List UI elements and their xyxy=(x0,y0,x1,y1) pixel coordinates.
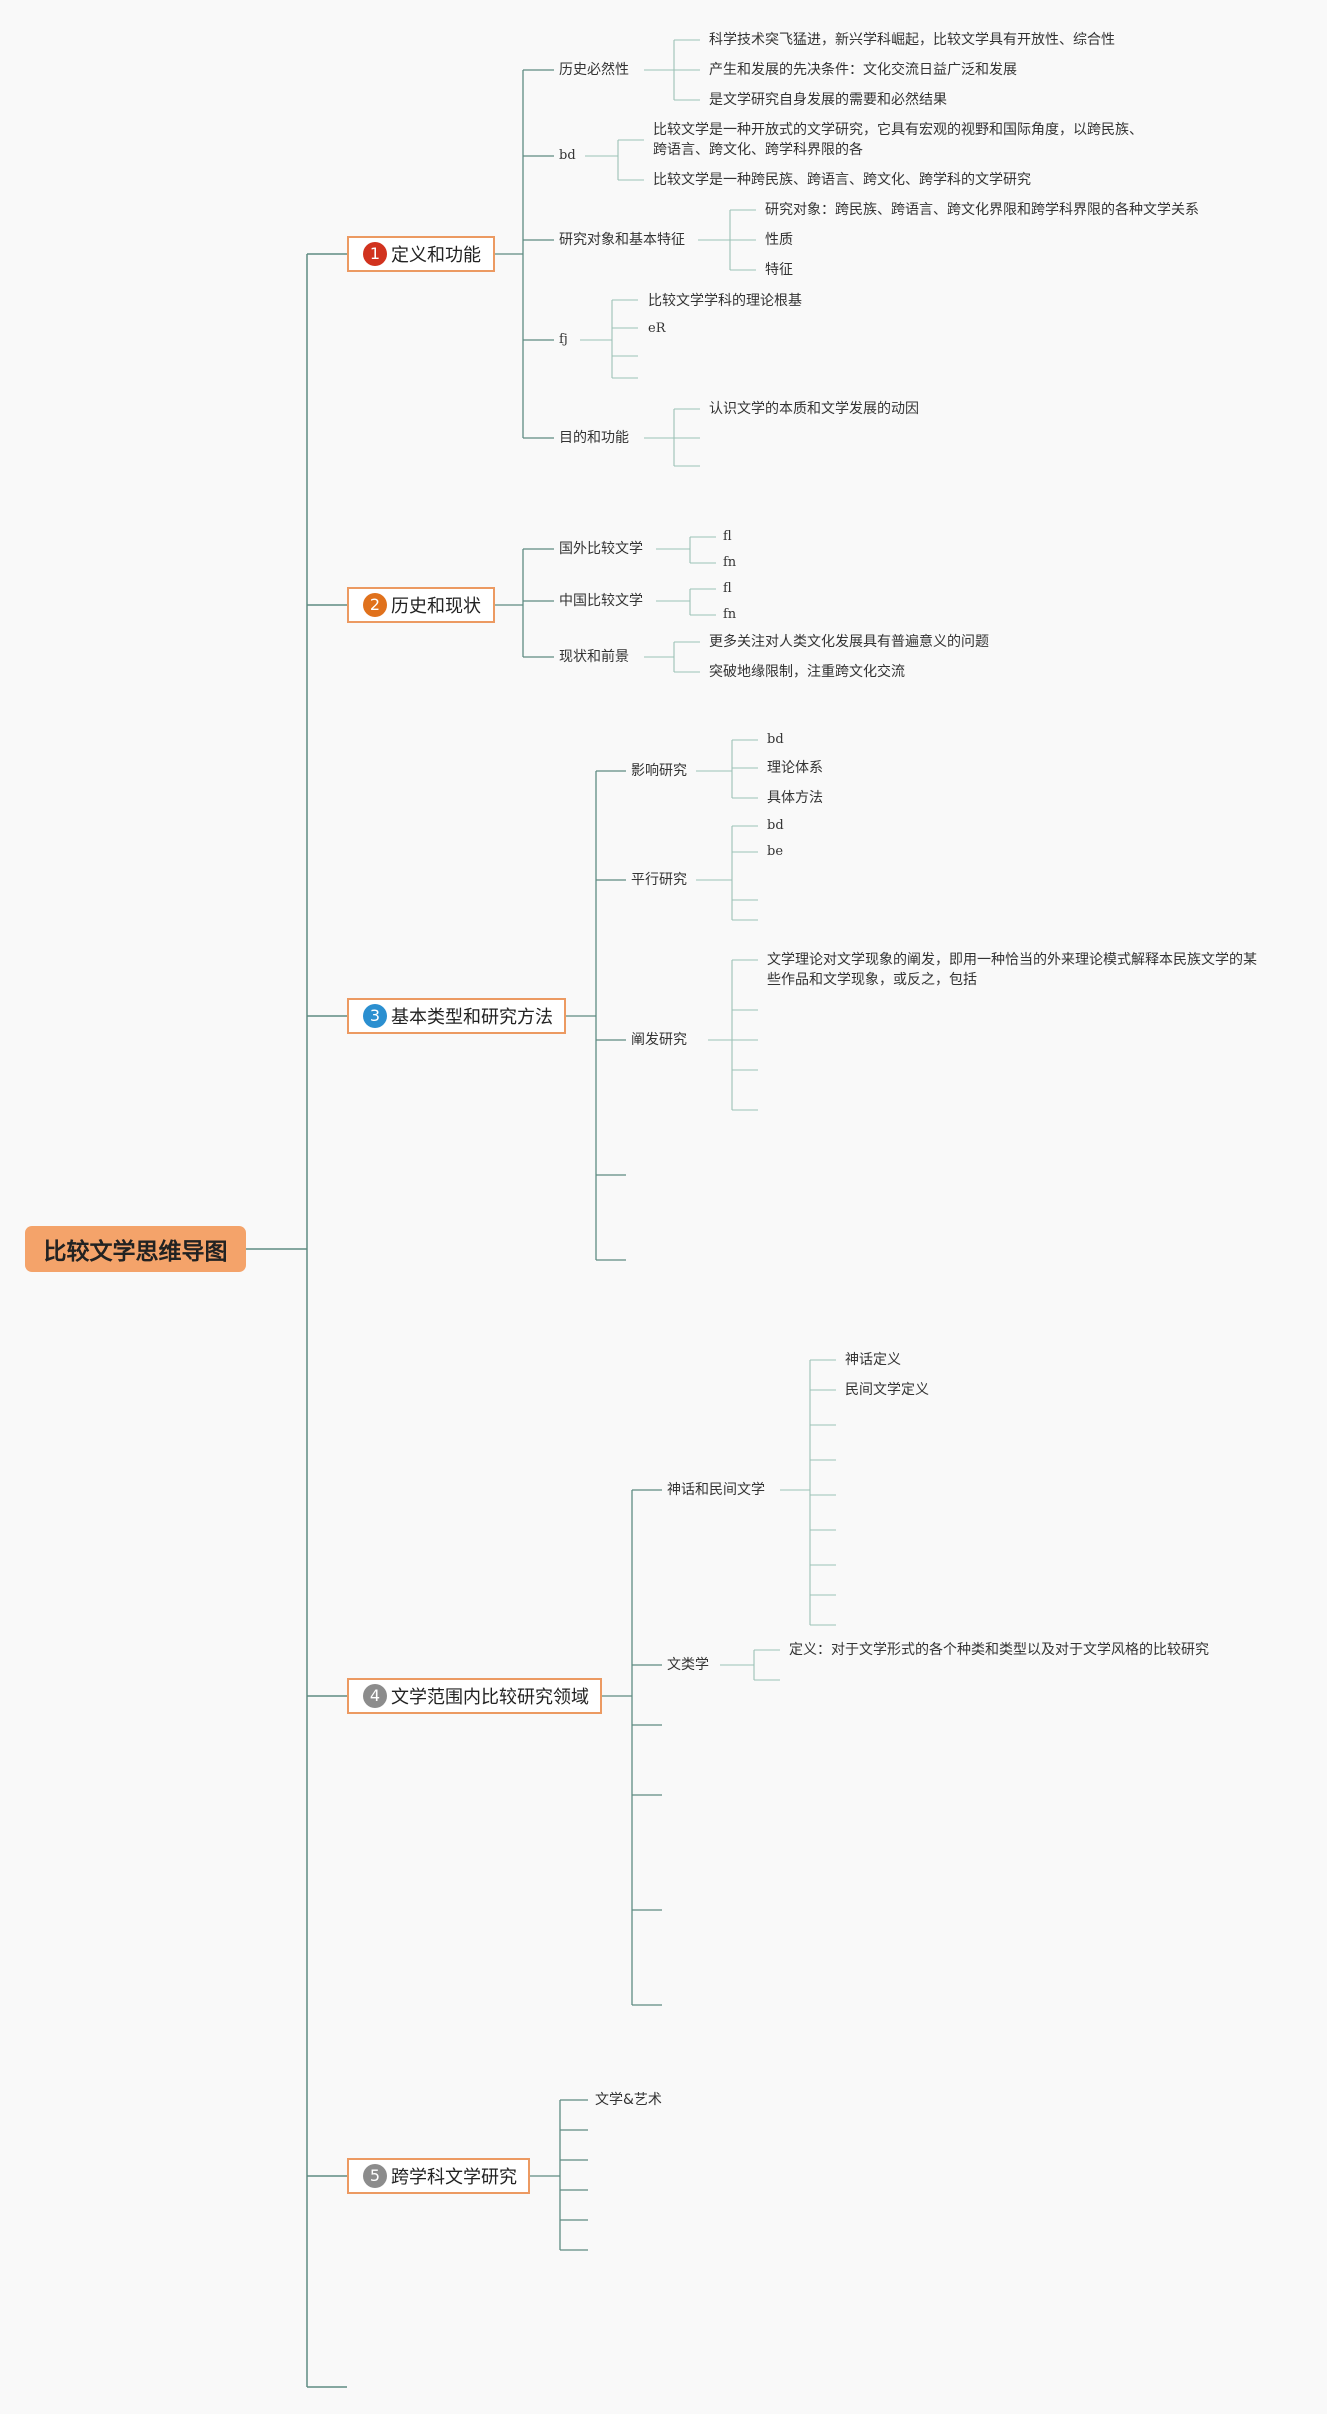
subtopic-fj[interactable]: fj xyxy=(559,332,568,347)
leaf-node[interactable]: bd xyxy=(767,732,784,747)
leaf-node[interactable]: 民间文学定义 xyxy=(845,1382,929,1398)
topic-interdisciplinary[interactable]: 5 跨学科文学研究 xyxy=(347,2158,530,2194)
topic-number-badge: 3 xyxy=(363,1004,387,1028)
subtopic-influence-study[interactable]: 影响研究 xyxy=(631,763,687,779)
subtopic-bd[interactable]: bd xyxy=(559,148,576,163)
leaf-node[interactable]: 比较文学是一种开放式的文学研究，它具有宏观的视野和国际角度，以跨民族、跨语言、跨… xyxy=(653,122,1143,158)
subtopic-status-prospect[interactable]: 现状和前景 xyxy=(559,649,629,665)
leaf-node[interactable]: 更多关注对人类文化发展具有普遍意义的问题 xyxy=(709,634,989,650)
subtopic-genre-study[interactable]: 文类学 xyxy=(667,1657,709,1673)
leaf-node[interactable]: 产生和发展的先决条件：文化交流日益广泛和发展 xyxy=(709,62,1017,78)
topic-label: 文学范围内比较研究领域 xyxy=(391,1687,589,1708)
topic-number-badge: 2 xyxy=(363,593,387,617)
leaf-node[interactable]: fn xyxy=(723,555,737,570)
leaf-node[interactable]: 定义：对于文学形式的各个种类和类型以及对于文学风格的比较研究 xyxy=(789,1642,1209,1658)
leaf-node[interactable]: 突破地缘限制，注重跨文化交流 xyxy=(709,664,905,680)
topic-number-badge: 4 xyxy=(363,1684,387,1708)
leaf-node[interactable]: bd xyxy=(767,818,784,833)
leaf-node[interactable]: 研究对象：跨民族、跨语言、跨文化界限和跨学科界限的各种文学关系 xyxy=(765,202,1199,218)
root-node[interactable]: 比较文学思维导图 xyxy=(25,1226,246,1272)
leaf-node[interactable]: 理论体系 xyxy=(767,760,823,776)
leaf-node[interactable]: 比较文学是一种跨民族、跨语言、跨文化、跨学科的文学研究 xyxy=(653,172,1031,188)
subtopic-elucidation-study[interactable]: 阐发研究 xyxy=(631,1032,687,1048)
leaf-node[interactable]: 比较文学学科的理论根基 xyxy=(648,293,802,309)
topic-label: 基本类型和研究方法 xyxy=(391,1007,553,1028)
subtopic-parallel-study[interactable]: 平行研究 xyxy=(631,872,687,888)
subtopic-purpose-function[interactable]: 目的和功能 xyxy=(559,430,629,446)
leaf-node[interactable]: eR xyxy=(648,321,666,336)
topic-number-badge: 5 xyxy=(363,2164,387,2188)
root-label: 比较文学思维导图 xyxy=(43,1239,228,1265)
topic-number-badge: 1 xyxy=(363,242,387,266)
leaf-node[interactable]: 文学理论对文学现象的阐发，即用一种恰当的外来理论模式解释本民族文学的某些作品和文… xyxy=(767,952,1257,988)
leaf-node[interactable]: 特征 xyxy=(765,262,793,278)
topic-literary-fields[interactable]: 4 文学范围内比较研究领域 xyxy=(347,1678,602,1714)
leaf-node[interactable]: be xyxy=(767,844,784,859)
leaf-node[interactable]: 性质 xyxy=(765,232,793,248)
topic-label: 跨学科文学研究 xyxy=(391,2167,517,2188)
topic-history-status[interactable]: 2 历史和现状 xyxy=(347,587,495,623)
leaf-node[interactable]: 具体方法 xyxy=(767,790,823,806)
leaf-node[interactable]: 科学技术突飞猛进，新兴学科崛起，比较文学具有开放性、综合性 xyxy=(709,32,1115,48)
subtopic-foreign-comparative[interactable]: 国外比较文学 xyxy=(559,541,643,557)
topic-types-methods[interactable]: 3 基本类型和研究方法 xyxy=(347,998,566,1034)
topic-label: 定义和功能 xyxy=(391,245,481,266)
leaf-node[interactable]: fn xyxy=(723,607,737,622)
leaf-node[interactable]: 神话定义 xyxy=(845,1352,901,1368)
leaf-node[interactable]: 认识文学的本质和文学发展的动因 xyxy=(709,401,919,417)
topic-label: 历史和现状 xyxy=(391,596,481,617)
leaf-node[interactable]: 是文学研究自身发展的需要和必然结果 xyxy=(709,92,947,108)
leaf-node[interactable]: fl xyxy=(723,581,732,596)
subtopic-historical-necessity[interactable]: 历史必然性 xyxy=(559,62,629,78)
subtopic-chinese-comparative[interactable]: 中国比较文学 xyxy=(559,593,643,609)
leaf-node[interactable]: fl xyxy=(723,529,732,544)
subtopic-myth-folk-literature[interactable]: 神话和民间文学 xyxy=(667,1482,765,1498)
topic-definition-function[interactable]: 1 定义和功能 xyxy=(347,236,495,272)
subtopic-literature-art[interactable]: 文学&艺术 xyxy=(595,2092,662,2108)
subtopic-research-object[interactable]: 研究对象和基本特征 xyxy=(559,232,685,248)
